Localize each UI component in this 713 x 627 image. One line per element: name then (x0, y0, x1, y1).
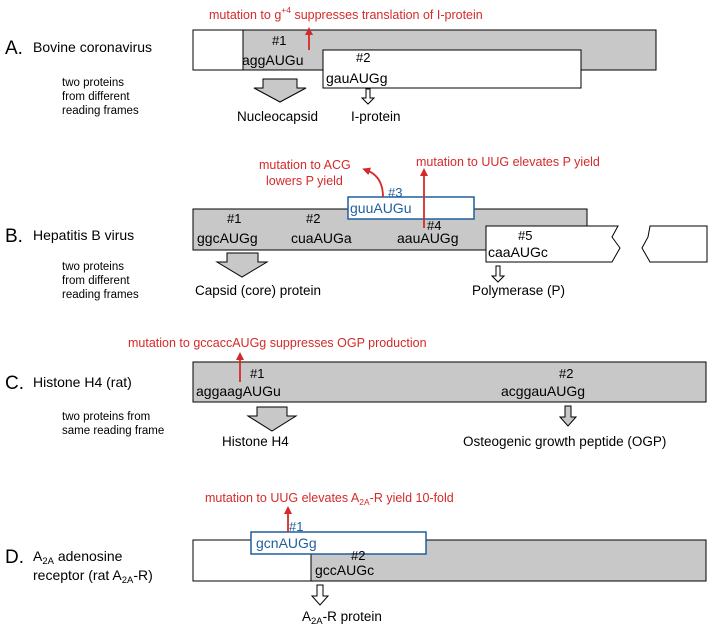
panel-a-mutation-text: mutation to g+4 suppresses translation o… (209, 5, 483, 22)
panel-c-product-2-arrow (558, 405, 578, 427)
panel-a: A. Bovine coronavirus two proteins from … (5, 5, 657, 124)
panel-c-product-1-arrow (246, 406, 298, 432)
panel-a-product-2: I-protein (351, 109, 401, 124)
panel-b-note-2: from different (62, 275, 130, 287)
panel-c-site-1-num: #1 (250, 366, 264, 381)
panel-b-title: Hepatitis B virus (33, 227, 134, 243)
panel-b-note-3: reading frames (62, 289, 139, 301)
panel-b-mutation-right: mutation to UUG elevates P yield (416, 155, 600, 169)
panel-c-track-shaded (192, 361, 707, 403)
panel-b-mutation-left-arrow (362, 167, 384, 198)
panel-d-site-1-seq: gcnAUGg (256, 535, 317, 551)
panel-b-mutation-left-2: lowers P yield (266, 174, 343, 188)
panel-c-site-1-seq: aggaagAUGu (196, 383, 281, 399)
panel-c-note-2: same reading frame (62, 425, 164, 437)
panel-a-letter: A. (5, 38, 23, 59)
panel-d-site-2-seq: gccAUGc (315, 562, 374, 578)
panel-b-site-3-num: #3 (388, 185, 402, 200)
panel-a-track-left (192, 29, 244, 71)
panel-b-note-1: two proteins (62, 261, 124, 273)
panel-c: C. Histone H4 (rat) two proteins from sa… (5, 336, 707, 449)
panel-b-site-5-seq: caaAUGc (488, 244, 548, 260)
panel-b-mutation-left-1: mutation to ACG (259, 158, 351, 172)
panel-a-product-1: Nucleocapsid (237, 109, 318, 124)
panel-d-mutation-text: mutation to UUG elevates A2A-R yield 10-… (205, 491, 454, 507)
panel-a-title: Bovine coronavirus (33, 39, 152, 55)
panel-c-product-1: Histone H4 (222, 434, 289, 449)
panel-d-uorf-box (250, 531, 427, 555)
panel-c-mutation-text: mutation to gccaccAUGg suppresses OGP pr… (128, 336, 427, 350)
panel-b-site-1-num: #1 (227, 211, 241, 226)
panel-b-site-4-num: #4 (427, 218, 441, 233)
panel-b-orf-5-box-tail (641, 225, 708, 263)
panel-d-site-1-num: #1 (289, 519, 303, 534)
panel-c-product-2: Osteogenic growth peptide (OGP) (463, 434, 666, 449)
panel-b-site-2-seq: cuaAUGa (291, 230, 352, 246)
panel-a-product-1-arrow (253, 78, 307, 103)
panel-d-letter: D. (5, 547, 24, 568)
panel-a-site-1-num: #1 (272, 33, 286, 48)
panel-a-site-2-seq: gauAUGg (326, 70, 387, 86)
panel-b-orf-5-box (485, 225, 621, 263)
panel-b-site-1-seq: ggcAUGg (197, 230, 258, 246)
panel-a-orf-2-box (322, 49, 582, 89)
panel-c-note-1: two proteins from (62, 411, 150, 423)
panel-a-note-3: reading frames (62, 105, 139, 117)
panel-d-site-2-num: #2 (351, 548, 365, 563)
panel-a-site-1-seq: aggAUGu (242, 52, 303, 68)
panel-c-title: Histone H4 (rat) (33, 374, 132, 390)
panel-c-site-2-seq: acggauAUGg (501, 383, 585, 399)
panel-a-product-2-arrow (360, 88, 376, 105)
panel-d-title-line-1: A2A adenosine (33, 548, 123, 567)
panel-b-uorf-box (347, 196, 475, 220)
panel-c-letter: C. (5, 373, 24, 394)
panel-a-note-2: from different (62, 91, 130, 103)
panel-b-product-2: Polymerase (P) (472, 283, 565, 298)
panel-b-site-5-num: #5 (518, 228, 532, 243)
panel-d-title-line-2: receptor (rat A2A-R) (33, 567, 153, 586)
panel-d: D. A2A adenosine receptor (rat A2A-R) #1… (5, 491, 707, 627)
panel-a-note-1: two proteins (62, 77, 124, 89)
panel-b-site-3-seq: guuAUGu (350, 200, 411, 216)
panel-d-product-arrow (310, 584, 330, 606)
panel-b-site-2-num: #2 (306, 211, 320, 226)
panel-b: B. Hepatitis B virus two proteins from d… (5, 155, 708, 301)
panel-a-site-2-num: #2 (356, 50, 370, 65)
panel-b-product-1: Capsid (core) protein (195, 283, 321, 298)
panel-c-site-2-num: #2 (559, 366, 573, 381)
panel-b-product-2-arrow (490, 265, 506, 283)
panel-b-site-4-seq: aauAUGg (397, 230, 458, 246)
panel-d-product: A2A-R protein (302, 609, 382, 627)
panel-b-letter: B. (5, 226, 23, 247)
panel-b-product-1-arrow (215, 252, 269, 278)
